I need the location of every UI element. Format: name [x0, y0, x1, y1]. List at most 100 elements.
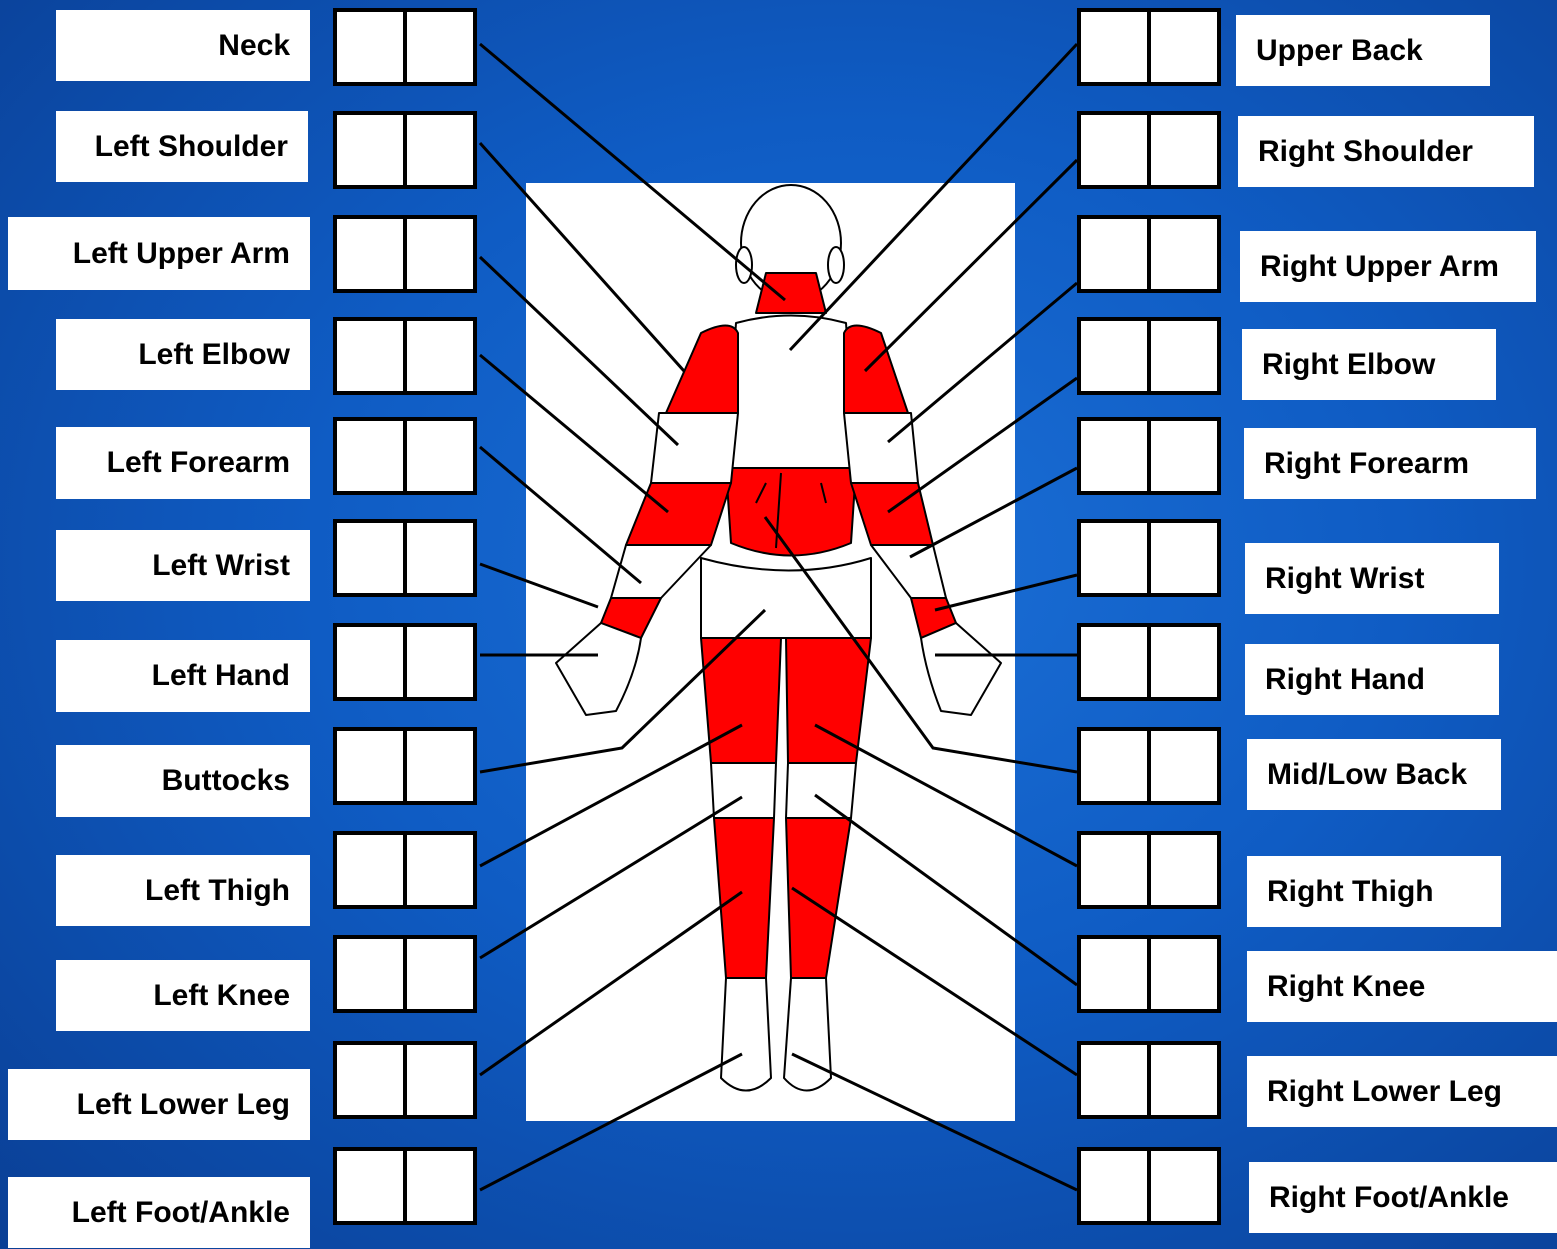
right-forearm-label: Right Forearm [1244, 428, 1536, 499]
left-knee-label: Left Knee [56, 960, 310, 1031]
right-wrist-checkbox-1[interactable] [1081, 523, 1147, 593]
left-hand-checkbox-2[interactable] [403, 627, 473, 697]
left-elbow-label: Left Elbow [56, 319, 310, 390]
neck-checkbox-2[interactable] [403, 12, 473, 82]
right-upper-arm-label: Right Upper Arm [1240, 231, 1536, 302]
left-foot-ankle-checkbox-1[interactable] [337, 1151, 403, 1221]
buttocks-checkbox-2[interactable] [403, 731, 473, 801]
left-forearm-checkbox-2[interactable] [403, 421, 473, 491]
buttocks-checkbox-pair [333, 727, 477, 805]
right-knee-region [786, 763, 856, 818]
left-thigh-checkbox-1[interactable] [337, 835, 403, 905]
right-hand-checkbox-pair [1077, 623, 1221, 701]
left-foot-shape [721, 978, 771, 1091]
right-hand-checkbox-1[interactable] [1081, 627, 1147, 697]
left-knee-checkbox-2[interactable] [403, 939, 473, 1009]
mid-low-back-region [726, 468, 856, 556]
right-wrist-label: Right Wrist [1245, 543, 1499, 614]
right-elbow-checkbox-2[interactable] [1147, 321, 1217, 391]
upper-back-checkbox-1[interactable] [1081, 12, 1147, 82]
neck-region [756, 273, 826, 313]
left-hand-checkbox-pair [333, 623, 477, 701]
right-wrist-checkbox-2[interactable] [1147, 523, 1217, 593]
right-forearm-checkbox-2[interactable] [1147, 421, 1217, 491]
right-forearm-region [871, 545, 946, 598]
mid-low-back-checkbox-1[interactable] [1081, 731, 1147, 801]
left-shoulder-checkbox-2[interactable] [403, 115, 473, 185]
left-forearm-region [611, 545, 711, 598]
left-thigh-region [701, 638, 781, 763]
buttocks-checkbox-1[interactable] [337, 731, 403, 801]
left-wrist-label: Left Wrist [56, 530, 310, 601]
right-elbow-label: Right Elbow [1242, 329, 1496, 400]
right-thigh-checkbox-1[interactable] [1081, 835, 1147, 905]
left-thigh-checkbox-2[interactable] [403, 835, 473, 905]
left-forearm-checkbox-pair [333, 417, 477, 495]
right-foot-ankle-label: Right Foot/Ankle [1249, 1162, 1557, 1233]
right-elbow-checkbox-1[interactable] [1081, 321, 1147, 391]
left-wrist-checkbox-pair [333, 519, 477, 597]
right-thigh-checkbox-2[interactable] [1147, 835, 1217, 905]
left-wrist-checkbox-2[interactable] [403, 523, 473, 593]
left-upper-arm-checkbox-1[interactable] [337, 219, 403, 289]
left-foot-ankle-checkbox-2[interactable] [403, 1151, 473, 1221]
left-elbow-checkbox-pair [333, 317, 477, 395]
upper-back-checkbox-2[interactable] [1147, 12, 1217, 82]
right-shoulder-checkbox-pair [1077, 111, 1221, 189]
right-foot-ankle-checkbox-2[interactable] [1147, 1151, 1217, 1221]
body-figure-panel [526, 183, 1015, 1121]
right-forearm-checkbox-1[interactable] [1081, 421, 1147, 491]
left-shoulder-label: Left Shoulder [56, 111, 308, 182]
left-shoulder-checkbox-1[interactable] [337, 115, 403, 185]
left-forearm-checkbox-1[interactable] [337, 421, 403, 491]
left-upper-arm-checkbox-2[interactable] [403, 219, 473, 289]
right-upper-arm-checkbox-1[interactable] [1081, 219, 1147, 289]
right-knee-checkbox-2[interactable] [1147, 939, 1217, 1009]
right-knee-checkbox-1[interactable] [1081, 939, 1147, 1009]
left-lower-leg-region [714, 818, 774, 978]
right-thigh-label: Right Thigh [1247, 856, 1501, 927]
left-lower-leg-label: Left Lower Leg [8, 1069, 310, 1140]
left-shoulder-checkbox-pair [333, 111, 477, 189]
right-shoulder-checkbox-2[interactable] [1147, 115, 1217, 185]
left-elbow-region [626, 483, 731, 545]
right-thigh-checkbox-pair [1077, 831, 1221, 909]
left-wrist-checkbox-1[interactable] [337, 523, 403, 593]
left-foot-ankle-checkbox-pair [333, 1147, 477, 1225]
buttocks-label: Buttocks [56, 745, 310, 817]
left-forearm-label: Left Forearm [56, 427, 310, 499]
right-hand-label: Right Hand [1245, 644, 1499, 715]
right-thigh-region [786, 638, 871, 763]
right-hand-shape [921, 623, 1001, 715]
left-elbow-checkbox-1[interactable] [337, 321, 403, 391]
right-elbow-checkbox-pair [1077, 317, 1221, 395]
left-elbow-checkbox-2[interactable] [403, 321, 473, 391]
right-foot-ankle-checkbox-pair [1077, 1147, 1221, 1225]
right-elbow-region [851, 483, 933, 545]
right-lower-leg-checkbox-2[interactable] [1147, 1045, 1217, 1115]
neck-checkbox-1[interactable] [337, 12, 403, 82]
left-hand-checkbox-1[interactable] [337, 627, 403, 697]
left-thigh-checkbox-pair [333, 831, 477, 909]
right-lower-leg-checkbox-pair [1077, 1041, 1221, 1119]
right-knee-label: Right Knee [1247, 951, 1557, 1022]
right-lower-leg-checkbox-1[interactable] [1081, 1045, 1147, 1115]
right-upper-arm-checkbox-2[interactable] [1147, 219, 1217, 289]
right-foot-ankle-checkbox-1[interactable] [1081, 1151, 1147, 1221]
upper-back-region [726, 316, 856, 469]
left-upper-arm-label: Left Upper Arm [8, 217, 310, 290]
upper-back-label: Upper Back [1236, 15, 1490, 86]
left-upper-arm-region [651, 413, 738, 483]
left-lower-leg-checkbox-1[interactable] [337, 1045, 403, 1115]
mid-low-back-checkbox-2[interactable] [1147, 731, 1217, 801]
mid-low-back-checkbox-pair [1077, 727, 1221, 805]
right-hand-checkbox-2[interactable] [1147, 627, 1217, 697]
left-knee-checkbox-pair [333, 935, 477, 1013]
left-knee-region [711, 763, 776, 818]
left-knee-checkbox-1[interactable] [337, 939, 403, 1009]
right-shoulder-checkbox-1[interactable] [1081, 115, 1147, 185]
right-upper-arm-region [844, 413, 918, 483]
left-lower-leg-checkbox-2[interactable] [403, 1045, 473, 1115]
left-hand-shape [556, 623, 641, 715]
